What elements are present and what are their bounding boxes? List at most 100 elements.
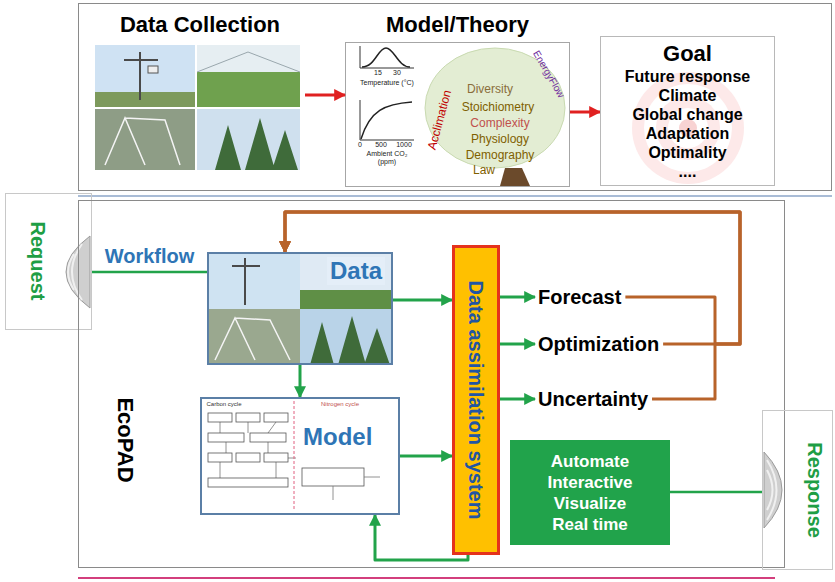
axis-tick: 30 — [393, 69, 401, 77]
dish-rib — [68, 244, 82, 300]
goal-box: GoalFuture responseClimateGlobal changeA… — [600, 36, 775, 186]
connector-arrow — [393, 299, 452, 302]
vertical-label: Request — [26, 222, 50, 301]
connector-arrow — [285, 212, 740, 344]
goal-text: Optimality — [648, 143, 726, 162]
goal-text: Climate — [659, 86, 717, 105]
pool-box — [208, 453, 232, 462]
scaffold — [105, 118, 180, 165]
goal-text: Global change — [632, 105, 742, 124]
pool-box — [302, 468, 364, 486]
target-ring — [632, 72, 744, 184]
connector-group — [92, 95, 762, 560]
goal-text: .... — [679, 162, 697, 181]
axis-title: Temperature (°C) — [360, 79, 414, 87]
pool-box — [236, 453, 260, 462]
connector-arrow — [92, 271, 207, 274]
word-cloud-term: Complexity — [470, 117, 529, 130]
photo — [207, 252, 300, 309]
output-label: Uncertainty — [538, 387, 648, 411]
photo — [300, 309, 393, 365]
photo-panel: Data Collection — [95, 12, 305, 175]
connector-arrow — [500, 398, 535, 401]
divider-line — [78, 577, 775, 579]
scaffold — [215, 318, 290, 360]
axis-title: Ambient CO₂ (ppm) — [364, 150, 410, 165]
word-cloud-term: EnergyFlow — [531, 48, 567, 99]
goal-text: Future response — [625, 67, 750, 86]
pine-trees — [310, 316, 390, 365]
photo — [95, 45, 195, 107]
connector-arrow — [500, 343, 535, 346]
connector-arrow — [670, 491, 762, 494]
pool-box — [208, 433, 244, 442]
field-photo-collage — [95, 45, 300, 170]
photo — [197, 45, 300, 107]
pool-box — [236, 413, 260, 422]
output-label: Forecast — [538, 285, 621, 309]
response-dish-icon — [764, 452, 782, 528]
word-cloud-term: Demography — [466, 149, 535, 162]
chart-axis — [360, 46, 414, 68]
response-curve — [361, 102, 412, 139]
output-label: Optimization — [538, 332, 659, 356]
theory-illustration — [346, 43, 570, 187]
cycle-divider — [294, 401, 295, 511]
output-text: Forecast — [538, 285, 621, 309]
flow-line — [333, 477, 380, 500]
weather-station — [148, 66, 158, 73]
response-dish: Response — [762, 410, 833, 570]
panel-heading: Model/Theory — [345, 12, 570, 38]
weather-station — [232, 258, 260, 305]
word-cloud-term: Stoichiometry — [462, 101, 535, 114]
pool-box — [264, 453, 288, 462]
box-title: Data — [327, 257, 385, 285]
data-box: Data — [207, 252, 393, 365]
output-text: Uncertainty — [538, 387, 648, 411]
chart-axis — [360, 100, 414, 140]
axis-tick: 15 — [374, 69, 382, 77]
feature-box: Automate Interactive Visualize Real time — [510, 440, 670, 545]
weather-station — [124, 52, 158, 100]
word-cloud-term: Law — [473, 164, 495, 177]
connector-arrow — [305, 94, 345, 97]
connector-arrow — [299, 365, 302, 397]
photo — [207, 309, 300, 365]
panel-heading: Data Collection — [95, 12, 305, 38]
greenhouse-frame — [197, 52, 300, 72]
word-cloud-term: Diversity — [467, 83, 513, 96]
word-cloud-term: Acclimation — [426, 89, 455, 152]
feature-text: Automate Interactive Visualize Real time — [538, 451, 643, 535]
divider-line — [78, 195, 832, 197]
pool-box — [208, 413, 232, 422]
data-photo-collage — [207, 252, 393, 365]
model-box: Model — [200, 397, 400, 515]
photo — [300, 290, 393, 309]
connector-arrow — [400, 455, 452, 458]
schematic-title: Nitrogen cycle — [321, 401, 359, 408]
pool-box — [264, 413, 288, 422]
vertical-label: Data assimilation system — [464, 281, 488, 520]
photo — [95, 109, 195, 170]
axis-tick: 500 — [375, 141, 387, 149]
vertical-label: Response — [803, 442, 827, 538]
vertical-label: EcoPAD — [113, 397, 137, 482]
pool-box — [250, 433, 286, 442]
response-curve — [362, 48, 410, 67]
photo — [95, 92, 195, 107]
output-text: Optimization — [538, 332, 659, 356]
photo — [300, 252, 393, 309]
theory-frame — [346, 43, 570, 187]
edge-label: Workflow — [105, 244, 195, 268]
goal-text: Adaptation — [646, 124, 730, 143]
photo — [197, 109, 300, 170]
word-cloud-term: Physiology — [471, 133, 529, 146]
tree-trunk — [500, 168, 530, 186]
pool-box — [208, 478, 288, 487]
schematic-title: Carbon cycle — [206, 401, 241, 408]
flow-line — [220, 422, 296, 478]
assimilation-bar: Data assimilation system — [452, 245, 500, 555]
pine-trees — [215, 118, 298, 170]
goal-text: Goal — [663, 41, 712, 67]
model-schematic — [208, 401, 380, 511]
